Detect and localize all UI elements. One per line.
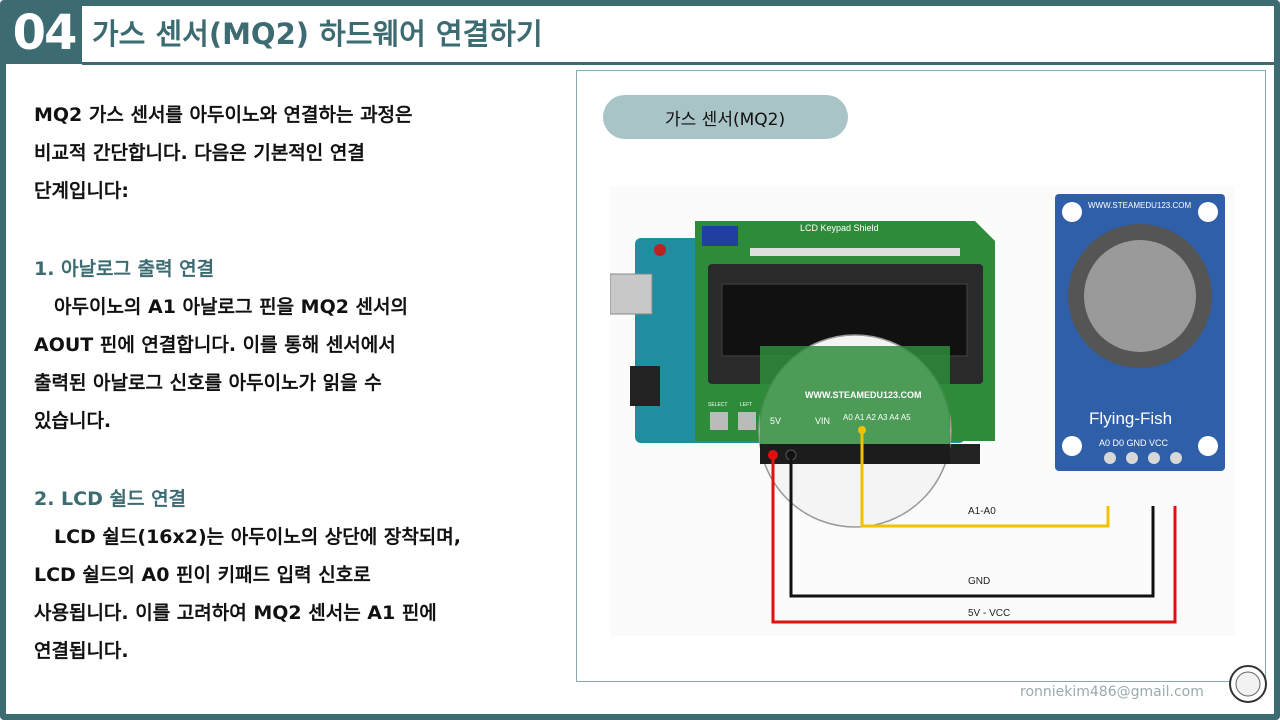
shield-label: LCD Keypad Shield	[800, 223, 879, 233]
step1-line: AOUT 핀에 연결합니다. 이를 통해 센서에서	[34, 334, 396, 356]
intro-line: 비교적 간단합니다. 다음은 기본적인 연결	[34, 142, 365, 164]
slide-title: 가스 센서(MQ2) 하드웨어 연결하기	[92, 17, 543, 51]
step1-heading: 1. 아날로그 출력 연결	[34, 258, 215, 280]
zoom-analog-label: A0 A1 A2 A3 A4 A5	[843, 413, 911, 422]
potentiometer	[702, 226, 738, 246]
select-button	[710, 412, 728, 430]
zoom-circle: WWW.STEAMEDU123.COM 5V VIN A0 A1 A2 A3 A…	[758, 334, 952, 528]
wiring-diagram: LCD Keypad Shield SELECT LEFT WWW.STEAME…	[610, 186, 1235, 636]
intro-line: MQ2 가스 센서를 아두이노와 연결하는 과정은	[34, 104, 413, 126]
step1-line: 아두이노의 A1 아날로그 핀을 MQ2 센서의	[54, 296, 408, 318]
slide-header: 04 가스 센서(MQ2) 하드웨어 연결하기	[0, 0, 1280, 66]
footer-email: ronniekim486@gmail.com	[1020, 684, 1204, 700]
left-button	[738, 412, 756, 430]
label-a1-a0: A1-A0	[968, 506, 996, 517]
wire-vcc	[771, 455, 1177, 624]
wire-a1-a0	[860, 430, 1110, 528]
step1-line: 있습니다.	[34, 410, 112, 432]
label-gnd: GND	[968, 576, 990, 587]
zoom-site-label: WWW.STEAMEDU123.COM	[805, 390, 922, 400]
figure-label: 가스 센서(MQ2)	[665, 110, 786, 130]
figure-label-pill: 가스 센서(MQ2)	[603, 95, 848, 139]
label-vcc: 5V - VCC	[968, 608, 1010, 619]
body-text: MQ2 가스 센서를 아두이노와 연결하는 과정은 비교적 간단합니다. 다음은…	[34, 96, 554, 670]
select-label: SELECT	[708, 402, 727, 408]
step2-line: 연결됩니다.	[34, 640, 129, 662]
step1-line: 출력된 아날로그 신호를 아두이노가 읽을 수	[34, 372, 382, 394]
zoom-vin-label: VIN	[815, 416, 830, 426]
step2-line: 사용됩니다. 이를 고려하여 MQ2 센서는 A1 핀에	[34, 602, 437, 624]
steamedu-logo	[1229, 665, 1267, 703]
section-number: 04	[12, 5, 78, 61]
left-label: LEFT	[740, 402, 752, 408]
step2-heading: 2. LCD 쉴드 연결	[34, 488, 187, 510]
step2-line: LCD 쉴드(16x2)는 아두이노의 상단에 장착되며,	[54, 526, 461, 548]
section-number-box	[6, 6, 82, 64]
zoom-5v-label: 5V	[770, 416, 781, 426]
wire-gnd	[789, 455, 1155, 598]
header-underline	[82, 62, 1274, 65]
step2-line: LCD 쉴드의 A0 핀이 키패드 입력 신호로	[34, 564, 371, 586]
intro-line: 단계입니다:	[34, 180, 129, 202]
sensor-name: Flying-Fish	[1089, 409, 1172, 428]
mq2-sensor: WWW.STEAMEDU123.COM Flying-Fish A0 D0 GN…	[1055, 194, 1225, 471]
sensor-pin-labels: A0 D0 GND VCC	[1099, 438, 1169, 448]
sensor-site-label: WWW.STEAMEDU123.COM	[1088, 201, 1191, 210]
